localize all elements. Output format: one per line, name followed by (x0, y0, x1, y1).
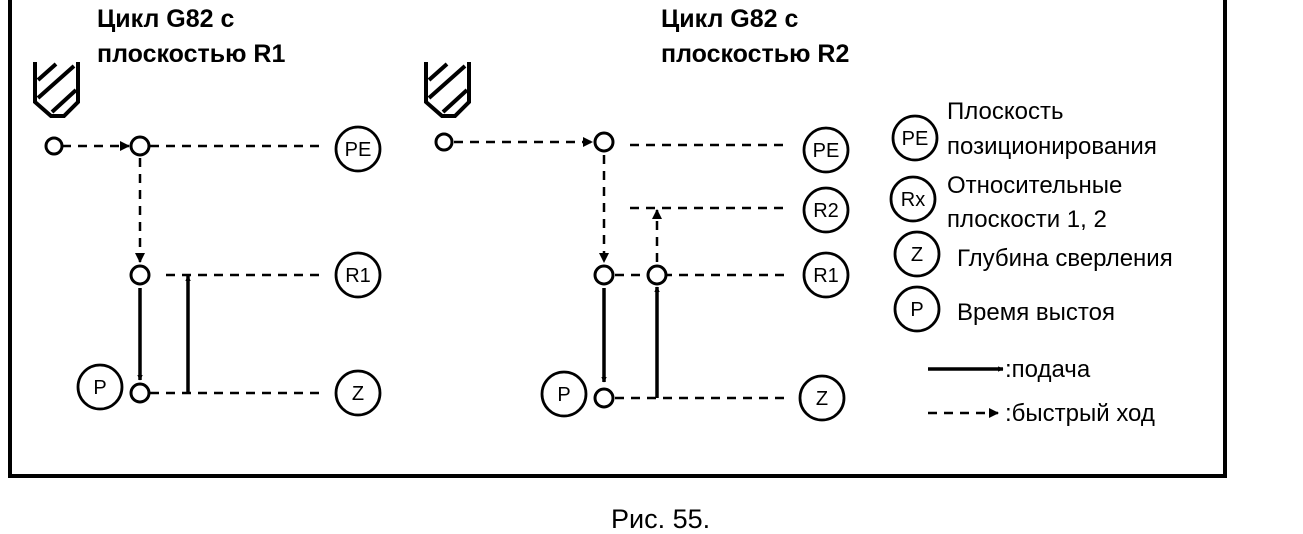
legend-z-text: Глубина сверления (957, 245, 1173, 272)
legend-rx: Rx Относительные плоскости 1, 2 (889, 172, 1122, 233)
legend-rapid: :быстрый ход (928, 400, 1155, 427)
pe-marker-label: PE (345, 139, 372, 161)
z-marker: Z (334, 369, 382, 417)
r1-point (129, 264, 151, 286)
pe-marker: PE (802, 126, 850, 174)
z-marker-label: Z (352, 383, 364, 405)
z-point (593, 387, 615, 409)
legend-z-marker-label: Z (911, 244, 923, 266)
legend-p-marker-label: P (910, 299, 923, 321)
pe-marker: PE (334, 125, 382, 173)
legend: PE Плоскость позиционирования Rx Относит… (889, 98, 1173, 427)
r1-point (593, 264, 615, 286)
start-point (44, 136, 64, 156)
r1-marker-label: R1 (813, 265, 839, 287)
z-point (129, 382, 151, 404)
pe-marker-label: PE (813, 140, 840, 162)
panel-r2-title-line2: плоскостью R2 (661, 40, 849, 68)
legend-rx-text-line1: Относительные (947, 172, 1122, 199)
p-marker: P (76, 363, 124, 411)
r1-marker: R1 (334, 251, 382, 299)
panel-r1-title-line1: Цикл G82 с (97, 5, 234, 33)
panel-r2-title-line1: Цикл G82 с (661, 5, 798, 33)
legend-rapid-text: :быстрый ход (1005, 400, 1155, 427)
legend-pe-text-line1: Плоскость (947, 98, 1063, 125)
drill-bit-icon (424, 62, 471, 118)
r1-marker: R1 (802, 251, 850, 299)
pe-point (593, 131, 615, 153)
legend-feed: :подача (928, 356, 1091, 383)
drill-bit-icon (33, 62, 80, 118)
p-marker-label: P (557, 384, 570, 406)
figure-frame (8, 0, 1227, 478)
panel-r1-title-line2: плоскостью R1 (97, 40, 285, 68)
panel-r1: Цикл G82 с плоскостью R1 PE R1 (33, 5, 382, 417)
z-marker-label: Z (816, 388, 828, 410)
legend-pe-text-line2: позиционирования (947, 133, 1157, 160)
p-marker: P (540, 370, 588, 418)
legend-rx-marker-label: Rx (901, 189, 925, 211)
r2-marker: R2 (802, 186, 850, 234)
r2-marker-label: R2 (813, 200, 839, 222)
legend-p-text: Время выстоя (957, 299, 1115, 326)
figure-caption: Рис. 55. (611, 504, 710, 534)
r1-retract-point (646, 264, 668, 286)
legend-feed-text: :подача (1005, 356, 1091, 383)
legend-pe: PE Плоскость позиционирования (891, 98, 1157, 162)
legend-p: P Время выстоя (893, 285, 1115, 333)
start-point (434, 132, 454, 152)
p-marker-label: P (93, 377, 106, 399)
z-marker: Z (798, 374, 846, 422)
pe-point (129, 135, 151, 157)
legend-pe-marker-label: PE (902, 128, 929, 150)
panel-r2: Цикл G82 с плоскостью R2 PE (424, 5, 850, 422)
legend-z: Z Глубина сверления (893, 230, 1173, 278)
legend-rx-text-line2: плоскости 1, 2 (947, 206, 1107, 233)
r1-marker-label: R1 (345, 265, 371, 287)
